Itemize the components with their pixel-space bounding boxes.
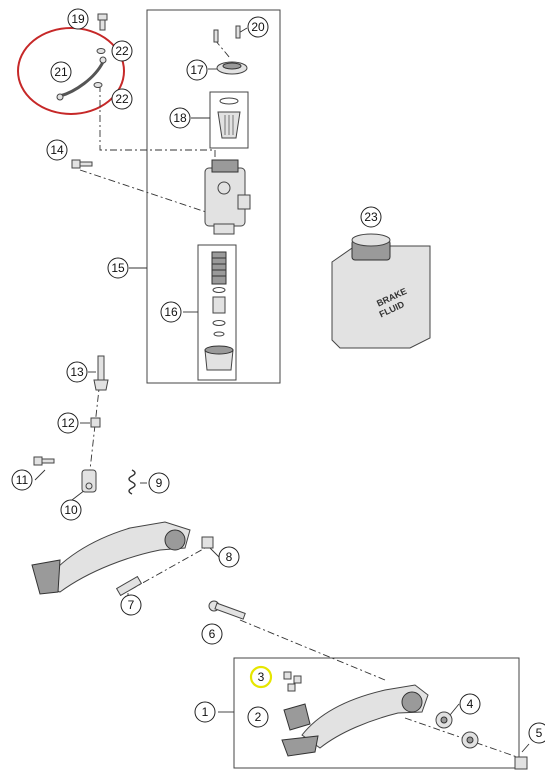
pedal-tip-2 <box>283 703 311 731</box>
nut-5 <box>514 756 528 770</box>
axis-line-screws-17 <box>214 39 231 59</box>
svg-text:7: 7 <box>128 598 135 612</box>
svg-text:9: 9 <box>156 476 163 490</box>
axis-line-bolt-14 <box>79 169 216 216</box>
callout-21: 21 <box>50 61 72 83</box>
callout-12: 12 <box>57 412 79 434</box>
svg-text:15: 15 <box>111 261 125 275</box>
svg-text:14: 14 <box>50 143 64 157</box>
svg-text:2: 2 <box>255 710 262 724</box>
callout-15: 15 <box>107 257 129 279</box>
svg-text:4: 4 <box>467 697 474 711</box>
svg-text:8: 8 <box>226 550 233 564</box>
reservoir-group-box <box>209 91 249 149</box>
callout-7: 7 <box>120 594 142 616</box>
washer-22-bottom <box>93 82 103 88</box>
svg-text:17: 17 <box>190 63 204 77</box>
clevis-10 <box>81 469 97 493</box>
leader-4 <box>449 703 460 716</box>
svg-text:22: 22 <box>115 44 129 58</box>
screws-20 <box>213 25 241 43</box>
svg-text:12: 12 <box>61 416 75 430</box>
reservoir-insert-18 <box>217 97 241 139</box>
axis-line-bolt-6 <box>239 619 386 681</box>
axis-line-hose <box>99 85 216 160</box>
callout-1: 1 <box>194 701 216 723</box>
bolt-6 <box>208 600 246 620</box>
svg-text:1: 1 <box>202 705 209 719</box>
callout-13: 13 <box>66 361 88 383</box>
callout-5: 5 <box>528 722 545 744</box>
callout-4: 4 <box>459 693 481 715</box>
callout-23: 23 <box>360 206 382 228</box>
master-cylinder-group-box <box>146 9 281 384</box>
callout-6: 6 <box>201 623 223 645</box>
svg-text:23: 23 <box>364 210 378 224</box>
callout-8: 8 <box>218 546 240 568</box>
reservoir-cap-17 <box>216 61 248 75</box>
banjo-bolt-19 <box>97 13 108 31</box>
svg-text:16: 16 <box>164 305 178 319</box>
brake-pedal-assembly-1 <box>281 684 429 757</box>
leader-5 <box>521 743 530 753</box>
bolt-14 <box>71 159 93 169</box>
callout-22-top: 22 <box>111 40 133 62</box>
callout-20: 20 <box>247 16 269 38</box>
nut-12 <box>90 417 101 428</box>
master-cylinder-15 <box>204 159 251 235</box>
svg-text:11: 11 <box>16 473 29 487</box>
svg-text:3: 3 <box>258 670 265 684</box>
callout-17: 17 <box>186 59 208 81</box>
highlight-ellipse <box>17 27 125 115</box>
nut-8 <box>201 536 214 549</box>
callout-19: 19 <box>67 8 89 30</box>
svg-text:20: 20 <box>251 20 265 34</box>
brake-fluid-bottle-23: BRAKE FLUID <box>331 233 431 349</box>
spring-9 <box>128 469 136 495</box>
svg-text:18: 18 <box>173 111 187 125</box>
washer-22-top <box>96 48 106 54</box>
brake-pedal-upper <box>31 521 191 595</box>
callout-22-bottom: 22 <box>111 88 133 110</box>
callout-9: 9 <box>148 472 170 494</box>
bolt-11 <box>33 456 55 466</box>
svg-text:22: 22 <box>115 92 129 106</box>
hose-fitting-group-box <box>197 244 237 381</box>
leader-11 <box>34 469 46 481</box>
screws-3 <box>283 671 302 692</box>
callout-10: 10 <box>60 499 82 521</box>
pedal-group-box <box>233 657 520 769</box>
svg-text:6: 6 <box>209 627 216 641</box>
piston-kit-16 <box>204 251 234 371</box>
svg-text:19: 19 <box>71 12 85 26</box>
svg-text:5: 5 <box>536 726 543 740</box>
callout-16: 16 <box>160 301 182 323</box>
leader-8 <box>209 547 220 558</box>
callout-11: 11 <box>11 469 33 491</box>
callout-14: 14 <box>46 139 68 161</box>
callout-2: 2 <box>247 706 269 728</box>
svg-text:21: 21 <box>54 65 68 79</box>
callout-3-highlighted: 3 <box>249 665 273 689</box>
pin-7 <box>115 575 143 597</box>
callout-18: 18 <box>169 107 191 129</box>
axis-line-pin-7 <box>129 547 206 591</box>
push-rod-13 <box>93 355 109 391</box>
svg-text:10: 10 <box>64 503 78 517</box>
bearings-4 <box>435 711 479 749</box>
svg-text:13: 13 <box>70 365 84 379</box>
brake-hose-21 <box>56 56 107 101</box>
